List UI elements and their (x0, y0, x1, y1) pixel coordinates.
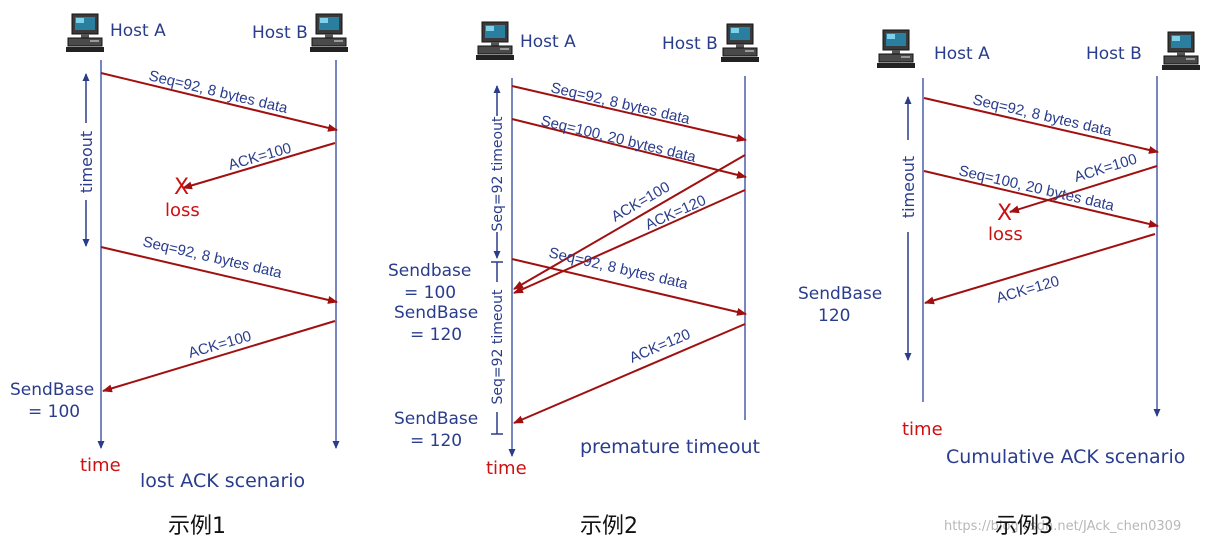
msg-ack100-lost: ACK=100 (226, 140, 293, 174)
arrow-seq92-retransmit (100, 246, 338, 304)
host-a-label: Host A (934, 44, 990, 64)
msg-seq92: Seq=92, 8 bytes data (971, 91, 1114, 140)
host-a-computer-icon (475, 21, 515, 61)
host-a-label: Host A (110, 21, 166, 41)
diagram-cumulative-ack: Host A Host B Seq=92, 8 bytes data ACK=1… (798, 29, 1201, 539)
time-label: time (486, 458, 527, 479)
host-a-computer-icon (876, 29, 916, 69)
arrow-seq100 (511, 118, 747, 179)
loss-label: loss (165, 200, 200, 221)
arrow-ack120-second (513, 323, 746, 424)
loss-x-mark: X (174, 175, 189, 200)
sendbase-label: SendBase (798, 284, 882, 304)
caption: 示例2 (580, 514, 638, 539)
timeout-label: timeout (899, 156, 918, 218)
host-b-label: Host B (252, 23, 308, 43)
time-label: time (902, 419, 943, 440)
msg-seq92-retransmit: Seq=92, 8 bytes data (141, 233, 284, 282)
caption: 示例1 (168, 514, 226, 539)
arrow-ack100 (513, 154, 746, 290)
scenario-title: Cumulative ACK scenario (946, 446, 1185, 468)
arrow-seq92-first (100, 72, 338, 132)
arrow-seq92 (923, 97, 1159, 154)
caption: 示例3 (995, 514, 1053, 539)
host-a-label: Host A (520, 32, 576, 52)
arrow-ack120-first (513, 189, 746, 294)
sendbase-b-value: = 120 (410, 325, 462, 345)
timeout1-label: Seq=92 timeout (490, 116, 506, 231)
diagram-lost-ack: Host A Host B Seq=92, 8 bytes data ACK=1… (10, 13, 349, 539)
host-a-computer-icon (65, 13, 105, 53)
timeout-label: timeout (77, 131, 96, 193)
host-b-label: Host B (662, 34, 718, 54)
arrow-ack100-lost (182, 142, 336, 190)
msg-ack120: ACK=120 (994, 273, 1061, 307)
arrow-ack120 (924, 233, 1156, 305)
arrow-ack100-lost (1009, 165, 1158, 214)
watermark: https://blog.csdn.net/JAck_chen0309 (944, 519, 1181, 534)
sendbase-a-label: Sendbase (388, 261, 471, 281)
diagram-premature-timeout: Host A Host B Seq=92, 8 bytes data Seq=1… (388, 21, 760, 539)
sendbase-label: SendBase (10, 380, 94, 400)
time-label: time (80, 455, 121, 476)
sendbase-c-value: = 120 (410, 431, 462, 451)
host-b-computer-icon (309, 13, 349, 53)
scenario-title: premature timeout (580, 436, 760, 458)
arrow-seq92 (511, 85, 747, 142)
arrow-seq92-retransmit (511, 258, 747, 316)
sendbase-a-value: = 100 (404, 283, 456, 303)
sendbase-value: 120 (818, 306, 850, 326)
sendbase-b-label: SendBase (394, 303, 478, 323)
loss-label: loss (988, 224, 1023, 245)
host-b-computer-icon (1161, 31, 1201, 71)
msg-seq92-first: Seq=92, 8 bytes data (147, 67, 290, 117)
loss-x-mark: X (997, 201, 1012, 226)
host-b-label: Host B (1086, 44, 1142, 64)
sendbase-c-label: SendBase (394, 409, 478, 429)
timeout2-label: Seq=92 timeout (490, 289, 506, 404)
arrow-ack100-second (102, 320, 336, 393)
host-b-computer-icon (720, 23, 760, 63)
scenario-title: lost ACK scenario (140, 470, 305, 492)
msg-ack100-lost: ACK=100 (1072, 151, 1139, 186)
arrow-seq100 (923, 170, 1159, 228)
sendbase-value: = 100 (28, 402, 80, 422)
